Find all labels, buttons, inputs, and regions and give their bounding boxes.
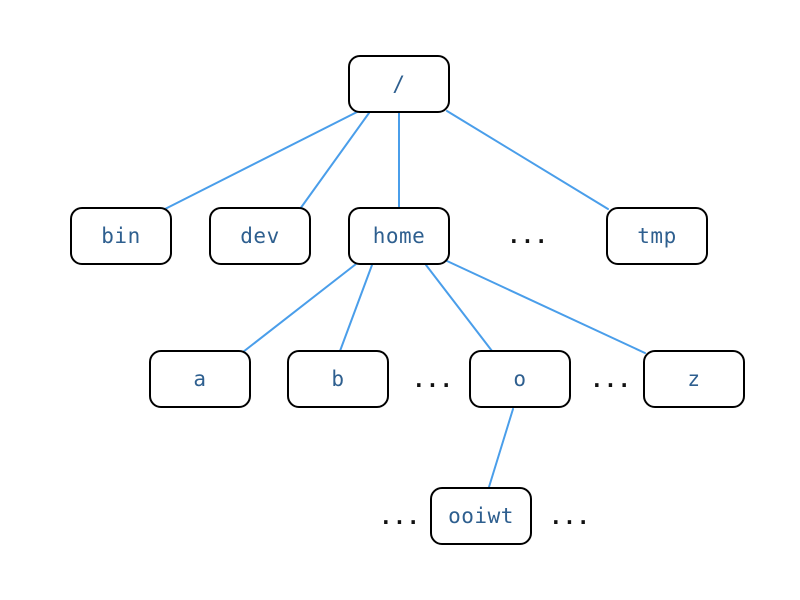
tree-node-dev[interactable]: dev [209, 207, 311, 265]
tree-node-label: z [687, 366, 701, 391]
tree-node-label: home [372, 223, 426, 248]
ellipsis-level3-left: ... [379, 504, 421, 529]
tree-node-label: a [193, 366, 207, 391]
tree-node-label: dev [240, 223, 280, 248]
tree-edge-home-to-z [446, 260, 646, 354]
tree-node-tmp[interactable]: tmp [606, 207, 708, 265]
tree-edge-root-to-bin [164, 111, 358, 210]
tree-node-label: tmp [637, 223, 677, 248]
tree-node-root[interactable]: / [348, 55, 450, 113]
tree-edge-root-to-dev [299, 112, 370, 210]
tree-edge-home-to-o [425, 264, 493, 352]
tree-node-label: o [513, 366, 527, 391]
ellipsis-level2-left: ... [412, 367, 454, 392]
tree-node-b[interactable]: b [287, 350, 389, 408]
ellipsis-level2-right: ... [590, 367, 632, 392]
tree-node-label: ooiwt [448, 503, 514, 528]
tree-node-home[interactable]: home [348, 207, 450, 265]
tree-node-label: b [331, 366, 345, 391]
tree-edge-root-to-tmp [446, 110, 609, 210]
ellipsis-level1: ... [507, 223, 549, 248]
ellipsis-level3-right: ... [549, 504, 591, 529]
tree-node-o[interactable]: o [469, 350, 571, 408]
tree-node-label: bin [101, 223, 141, 248]
tree-node-ooiwt[interactable]: ooiwt [430, 487, 532, 545]
tree-edge-home-to-b [339, 264, 373, 352]
tree-edge-o-to-ooiwt [488, 408, 514, 488]
tree-node-label: / [392, 71, 406, 96]
tree-node-bin[interactable]: bin [70, 207, 172, 265]
tree-node-a[interactable]: a [149, 350, 251, 408]
tree-edge-home-to-a [242, 263, 357, 353]
tree-node-z[interactable]: z [643, 350, 745, 408]
